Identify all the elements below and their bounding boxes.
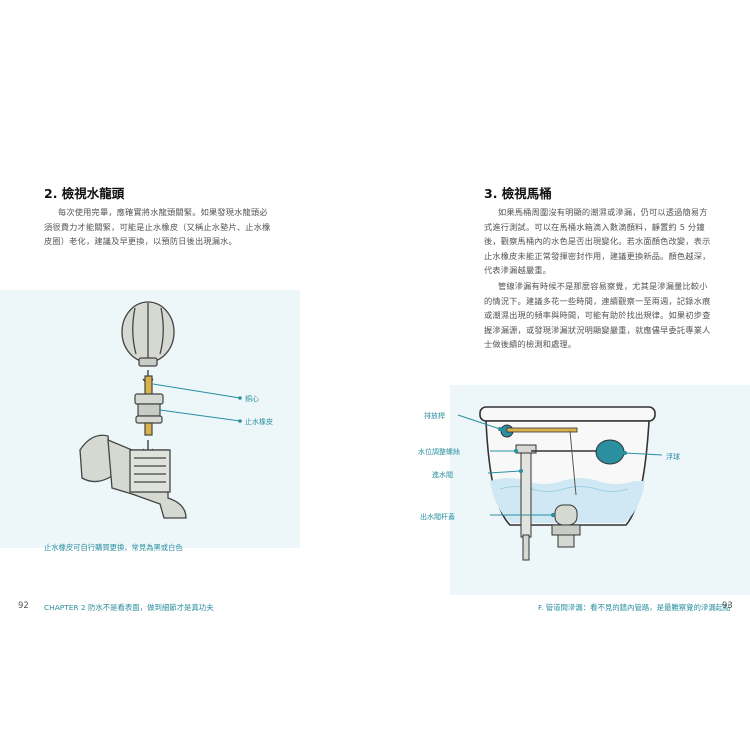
faucet-handle xyxy=(121,301,175,367)
right-paragraph-line: 後，觀察馬桶內的水色是否出現變化。若水面顏色改變，表示 xyxy=(484,236,711,247)
valve-core xyxy=(134,375,164,436)
flush-lever xyxy=(500,424,578,438)
right-paragraph-line: 如果馬桶周圍沒有明顯的潮濕或滲漏，仍可以透過簡易方 xyxy=(498,207,708,217)
label-water-level-screw: 水位調整螺絲 xyxy=(418,448,460,456)
page-number-right: 93 xyxy=(722,601,733,611)
label-float: 浮球 xyxy=(666,453,680,461)
label-inlet-valve: 進水閥 xyxy=(432,471,453,479)
faucet-illustration xyxy=(0,290,300,548)
right-paragraph-line: 的情況下。建議多花一些時間，連續觀察一至兩週，記錄水痕 xyxy=(484,295,711,306)
left-footer: CHAPTER 2 防水不是看表面，做到細節才是真功夫 xyxy=(44,603,214,612)
toilet-tank-illustration xyxy=(450,385,750,595)
right-paragraph-line: 握滲漏源，或發現滲漏狀況明顯變嚴重，就應儘早委託專業人 xyxy=(484,324,711,335)
right-paragraph-line: 代表滲漏越嚴重。 xyxy=(484,265,552,276)
faucet-body xyxy=(79,434,187,519)
left-paragraph-line: 皮圈）老化，建議及早更換，以預防日後出現漏水。 xyxy=(44,236,237,247)
right-footer: F. 管道間滲漏：看不見的牆內管路，是最難察覺的滲漏起點 xyxy=(538,603,731,612)
right-heading: 3. 檢視馬桶 xyxy=(484,186,552,201)
right-paragraph-line: 止水橡皮未能正常發揮密封作用，建議更換新品。顏色越深， xyxy=(484,250,711,261)
right-paragraph-2: 管線滲漏有時候不是那麼容易察覺，尤其是滲漏量比較小 的情況下。建議多花一些時間，… xyxy=(484,279,716,352)
label-flapper: 出水閥杆蓋 xyxy=(420,513,455,521)
left-paragraph-line: 須很費力才能關緊，可能是止水橡皮（又稱止水墊片、止水橡 xyxy=(44,221,271,232)
label-flush-lever: 排放桿 xyxy=(424,412,445,420)
page-number-left: 92 xyxy=(18,601,29,611)
label-rubber: 止水橡皮 xyxy=(245,418,273,426)
right-paragraph-line: 或潮濕出現的頻率與時間，可能有助於找出規律。如果初步查 xyxy=(484,310,711,321)
left-paragraph: 每次使用完畢，應確實將水龍頭關緊。如果發現水龍頭必 須很費力才能關緊，可能是止水… xyxy=(44,205,274,249)
right-paragraph-line: 管線滲漏有時候不是那麼容易察覺，尤其是滲漏量比較小 xyxy=(498,281,708,291)
left-caption: 止水橡皮可自行購買更換，常見為黑或白色 xyxy=(44,543,183,552)
tank-lid xyxy=(479,406,656,422)
float-ball xyxy=(595,439,625,465)
right-paragraph-line: 士做後續的檢測和處理。 xyxy=(484,339,577,350)
label-core: 銅心 xyxy=(245,395,259,403)
left-paragraph-line: 每次使用完畢，應確實將水龍頭關緊。如果發現水龍頭必 xyxy=(58,207,268,217)
left-heading: 2. 檢視水龍頭 xyxy=(44,186,125,201)
right-paragraph-line: 式進行測試。可以在馬桶水箱滴入數滴顏料，靜置約 5 分鐘 xyxy=(484,221,705,232)
right-paragraph-1: 如果馬桶周圍沒有明顯的潮濕或滲漏，仍可以透過簡易方 式進行測試。可以在馬桶水箱滴… xyxy=(484,205,716,278)
flapper-assembly xyxy=(551,504,581,548)
